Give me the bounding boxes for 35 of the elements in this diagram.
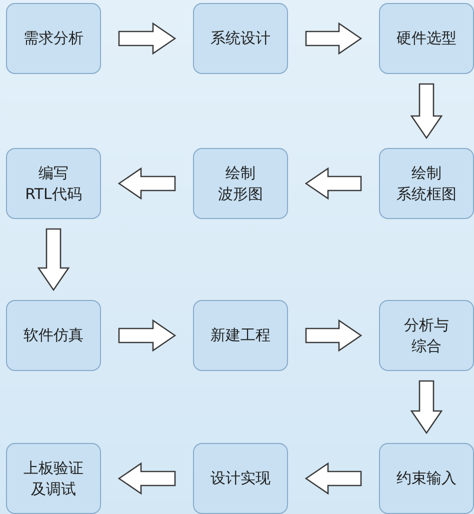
process-box	[379, 148, 474, 219]
block-arrow	[410, 83, 443, 140]
block-arrow	[118, 22, 176, 55]
step-label: 约束输入	[396, 468, 456, 489]
process-box	[379, 3, 474, 74]
block-arrow	[118, 319, 176, 352]
process-box	[6, 148, 101, 219]
process-box	[6, 3, 101, 74]
process-box	[379, 300, 474, 371]
block-arrow	[305, 22, 362, 55]
block-arrow	[304, 167, 362, 200]
process-box	[6, 443, 101, 514]
block-arrow	[305, 319, 362, 352]
block-arrow	[304, 462, 362, 495]
step-label: 需求分析	[24, 28, 84, 49]
block-arrow	[410, 380, 443, 434]
process-box	[193, 3, 288, 74]
block-arrow	[37, 228, 70, 292]
process-box	[193, 443, 288, 514]
block-arrow	[118, 462, 176, 495]
step-label: 编写RTL代码	[25, 162, 82, 204]
step-label: 设计实现	[210, 468, 270, 489]
step-label: 上板验证及调试	[24, 458, 84, 500]
block-arrow	[118, 167, 176, 200]
step-label: 绘制波形图	[218, 162, 263, 204]
process-box	[379, 443, 474, 514]
process-box	[193, 300, 288, 371]
step-label: 新建工程	[210, 325, 270, 346]
process-box	[193, 148, 288, 219]
process-box	[6, 300, 101, 371]
step-label: 绘制系统框图	[396, 162, 456, 204]
step-label: 分析与综合	[404, 314, 449, 356]
step-label: 硬件选型	[396, 28, 456, 49]
step-label: 软件仿真	[24, 325, 84, 346]
step-label: 系统设计	[210, 28, 270, 49]
